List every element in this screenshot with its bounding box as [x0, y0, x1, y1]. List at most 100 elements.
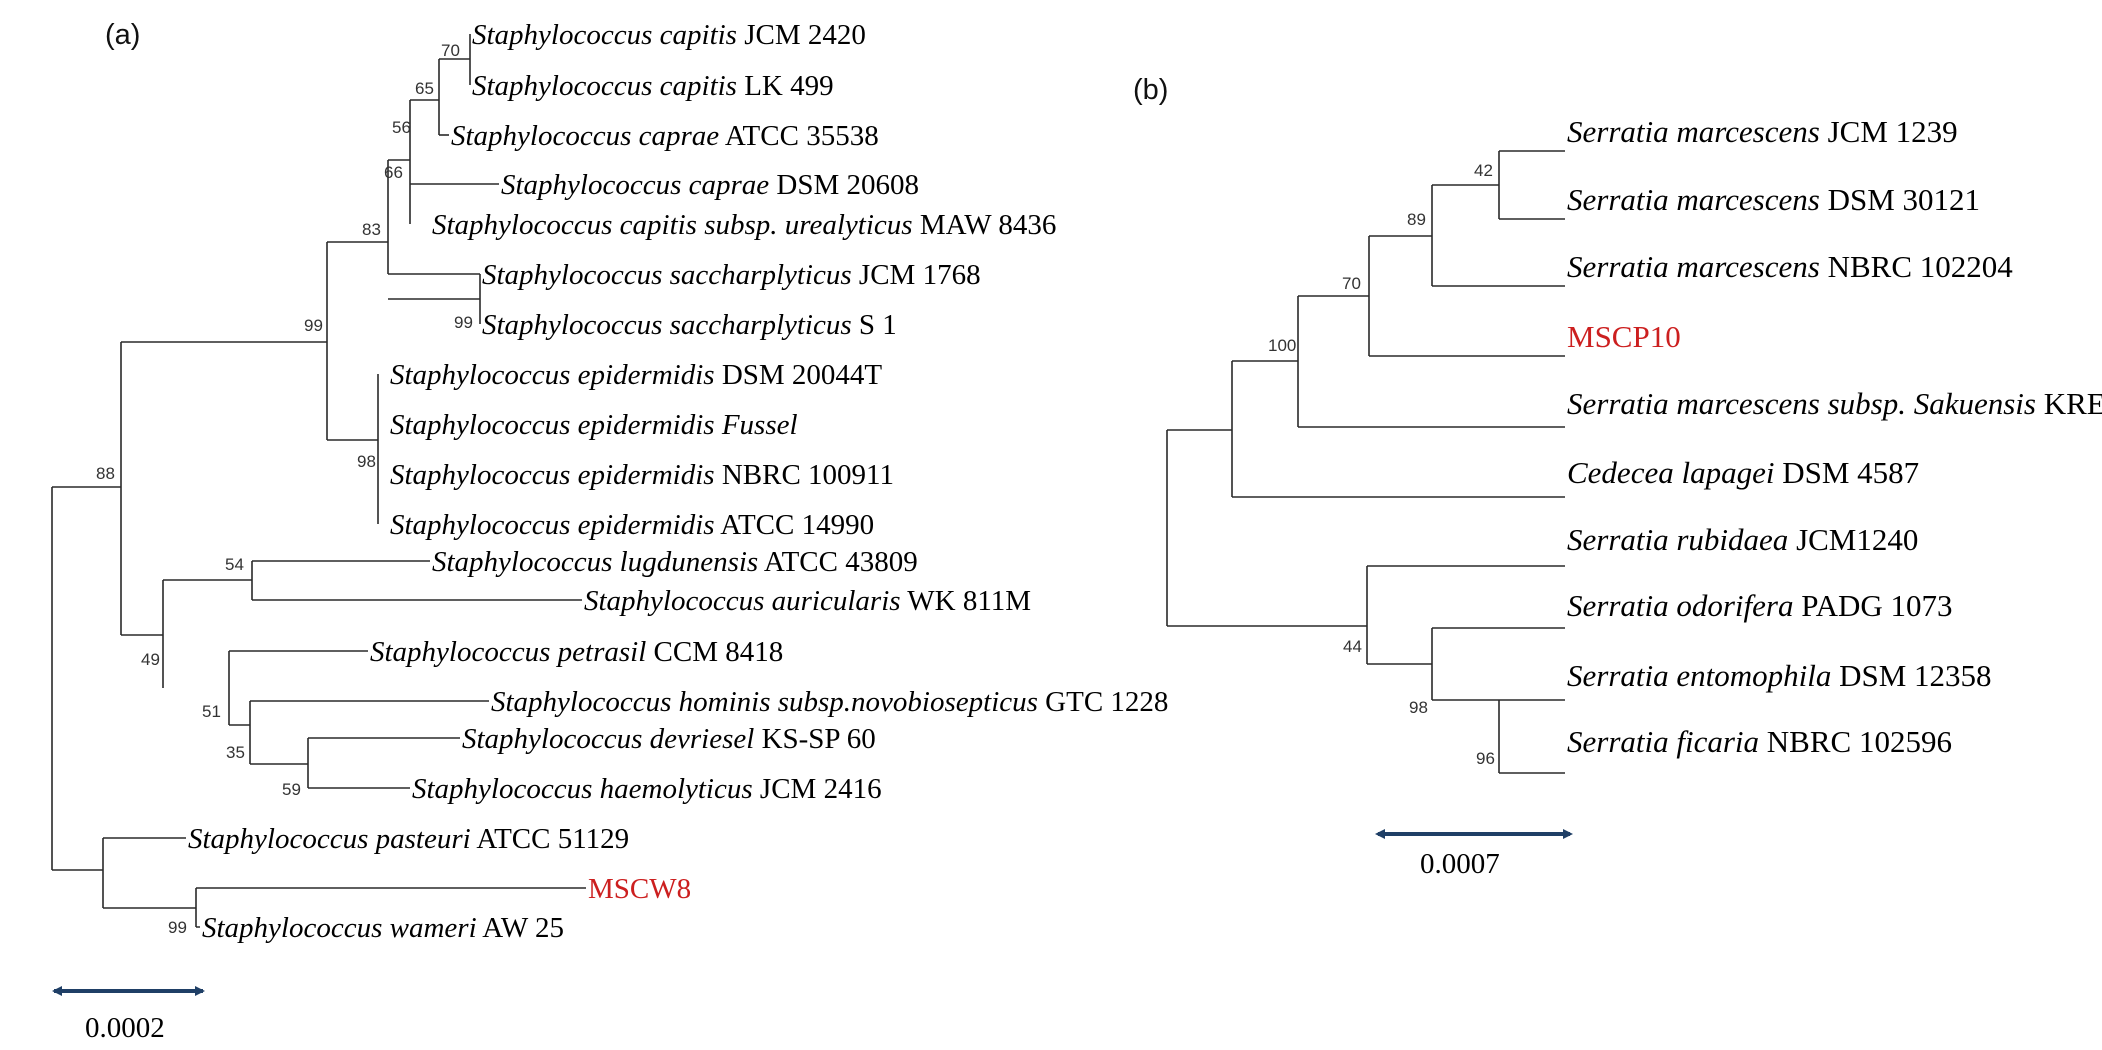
leaf-species-name: Staphylococcus saccharplyticus — [482, 259, 852, 291]
branch-a-node56 — [409, 99, 439, 224]
leaf-label-b-ced: Cedecea lapagei DSM 4587 — [1567, 455, 1919, 490]
leaf-strain-name: NBRC 100911 — [715, 459, 894, 491]
bootstrap-a-b56: 56 — [392, 118, 411, 137]
branch-b-node96 — [1498, 699, 1565, 774]
bootstrap-b-b42: 42 — [1474, 161, 1493, 180]
scale-bar-arrow-right-a — [195, 986, 205, 996]
leaf-label-a-hae: Staphylococcus haemolyticus JCM 2416 — [412, 773, 882, 805]
leaf-strain-name: ATCC 43809 — [758, 546, 918, 578]
leaf-species-name: Serratia entomophila — [1567, 658, 1831, 693]
leaf-strain-name: JCM1240 — [1788, 522, 1918, 557]
scale-bar-label-b: 0.0007 — [1420, 848, 1500, 880]
leaf-label-b-mSak: Serratia marcescens subsp. Sakuensis KRE… — [1567, 386, 2102, 421]
leaf-strain-name: MAW 8436 — [913, 209, 1057, 241]
branch-a-node66 — [387, 159, 410, 274]
bootstrap-b-b96: 96 — [1476, 749, 1495, 768]
branch-b-odorifera — [1431, 627, 1565, 700]
leaf-strain-name: DSM 30121 — [1820, 182, 1980, 217]
scale-bar-b: 0.0007 — [1375, 829, 1573, 880]
leaf-species-name: Serratia marcescens subsp. Sakuensis — [1567, 386, 2036, 421]
scale-bar-label-a: 0.0002 — [85, 1012, 165, 1044]
branch-a-node98 — [327, 374, 379, 524]
branch-a-node83-link — [388, 273, 480, 300]
leaf-strain-name: MSCW8 — [588, 873, 691, 905]
bootstrap-a-b59: 59 — [282, 780, 301, 799]
leaf-label-a-sacJCM: Staphylococcus saccharplyticus JCM 1768 — [482, 259, 981, 291]
leaf-label-a-capLK: Staphylococcus capitis LK 499 — [472, 70, 834, 102]
branch-b-node70 — [1368, 235, 1565, 357]
leaf-label-a-caprDSM: Staphylococcus caprae DSM 20608 — [501, 169, 919, 201]
bootstrap-a-b99s: 99 — [454, 313, 473, 332]
leaf-strain-name: ATCC 35538 — [719, 120, 879, 152]
leaf-label-a-capJCM: Staphylococcus capitis JCM 2420 — [472, 19, 866, 51]
bootstrap-a-b35: 35 — [226, 743, 245, 762]
scale-bar-arrow-right-b — [1563, 829, 1573, 839]
leaf-species-name: Serratia marcescens — [1567, 182, 1820, 217]
tree-panel-b: (b) Serratia marcescens JCM 1239Serratia… — [1133, 74, 2102, 880]
branch-a-node59 — [307, 737, 460, 789]
leaf-strain-name: MSCP10 — [1567, 319, 1681, 354]
leaf-species-name: Staphylococcus devriesel — [462, 723, 754, 755]
leaf-strain-name: JCM 2420 — [737, 19, 866, 51]
leaf-species-name: Staphylococcus lugdunensis — [432, 546, 758, 578]
leaf-species-name: Staphylococcus pasteuri — [188, 823, 471, 855]
leaf-label-b-mNBRC: Serratia marcescens NBRC 102204 — [1567, 249, 2013, 284]
leaf-strain-name: PADG 1073 — [1793, 588, 1952, 623]
leaf-label-a-dev: Staphylococcus devriesel KS-SP 60 — [462, 723, 876, 755]
leaf-label-a-epiDSM: Staphylococcus epidermidis DSM 20044T — [390, 359, 882, 391]
panel-label-b: (b) — [1133, 74, 1168, 106]
branch-b-node100 — [1297, 295, 1565, 428]
branch-a-node88-up — [120, 341, 327, 635]
leaf-label-b-ent: Serratia entomophila DSM 12358 — [1567, 658, 1992, 693]
leaf-species-name: Serratia marcescens — [1567, 249, 1820, 284]
leaf-species-name: Staphylococcus caprae — [451, 120, 719, 152]
leaf-species-name: Staphylococcus hominis subsp.novobiosept… — [491, 686, 1038, 718]
branches-a — [51, 34, 586, 928]
leaf-species-name: Staphylococcus epidermidis — [390, 359, 715, 391]
bootstrap-a-b66: 66 — [384, 163, 403, 182]
leaf-strain-name: WK 811M — [901, 585, 1032, 617]
leaf-strain-name: NBRC 102204 — [1820, 249, 2013, 284]
leaf-species-name: Staphylococcus epidermidis Fussel — [390, 409, 798, 441]
leaf-label-a-lug: Staphylococcus lugdunensis ATCC 43809 — [432, 546, 918, 578]
leaf-label-b-fic: Serratia ficaria NBRC 102596 — [1567, 724, 1952, 759]
bootstrap-b-b44: 44 — [1343, 637, 1362, 656]
leaf-strain-name: S 1 — [852, 309, 897, 341]
panel-label-a: (a) — [105, 19, 140, 51]
leaf-species-name: Cedecea lapagei — [1567, 455, 1774, 490]
leaf-species-name: Staphylococcus caprae — [501, 169, 769, 201]
scale-bar-arrow-left-b — [1375, 829, 1385, 839]
bootstrap-b-b98: 98 — [1409, 698, 1428, 717]
scale-bar-arrow-left-a — [52, 986, 62, 996]
leaf-strain-name: JCM 1239 — [1820, 114, 1958, 149]
bootstrap-a-b98: 98 — [357, 452, 376, 471]
bootstrap-b-b100: 100 — [1268, 336, 1296, 355]
leaf-label-a-epiF: Staphylococcus epidermidis Fussel — [390, 409, 798, 441]
bootstrap-a-b99w: 99 — [168, 918, 187, 937]
branch-b-root — [1166, 429, 1367, 627]
leaf-label-b-rub: Serratia rubidaea JCM1240 — [1567, 522, 1918, 557]
bootstrap-a-b49: 49 — [141, 650, 160, 669]
leaf-label-b-odo: Serratia odorifera PADG 1073 — [1567, 588, 1953, 623]
bootstrap-a-b54: 54 — [225, 555, 244, 574]
leaf-species-name: Staphylococcus capitis — [472, 70, 737, 102]
tree-panel-a: (a) Staphylococcus capitis JCM 2420Staph… — [51, 19, 1168, 1044]
bootstrap-a-b51: 51 — [202, 702, 221, 721]
leaf-strain-name: KS-SP 60 — [754, 723, 875, 755]
leaf-label-b-mJCM: Serratia marcescens JCM 1239 — [1567, 114, 1958, 149]
leaf-label-a-mscw8: MSCW8 — [588, 873, 691, 905]
branch-a-node99 — [326, 241, 388, 440]
leaf-species-name: Staphylococcus wameri — [202, 912, 477, 944]
branch-a-root — [51, 486, 121, 870]
branch-a-node51-top — [228, 650, 368, 725]
leaf-label-a-sacS: Staphylococcus saccharplyticus S 1 — [482, 309, 897, 341]
leaf-strain-name: LK 499 — [737, 70, 834, 102]
branch-b-ced — [1231, 360, 1565, 498]
branch-a-node35 — [249, 700, 489, 764]
bootstrap-a-b83: 83 — [362, 220, 381, 239]
leaf-species-name: Serratia rubidaea — [1567, 522, 1788, 557]
leaf-strain-name: DSM 20608 — [769, 169, 919, 201]
